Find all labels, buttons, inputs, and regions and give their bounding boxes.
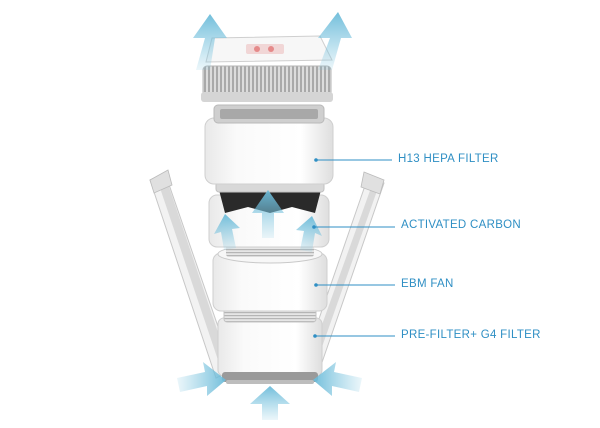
arrow-icon — [193, 14, 227, 70]
hepa-filter-module — [204, 104, 334, 185]
arrow-icon — [177, 362, 226, 396]
arrow-icon — [296, 216, 322, 252]
leader-lines — [312, 158, 395, 338]
label-pre-filter: PRE-FILTER+ G4 FILTER — [401, 329, 541, 341]
arrow-icon — [313, 362, 362, 396]
arrow-icon — [214, 214, 240, 250]
ebm-fan-module — [212, 243, 328, 312]
airflow-arrows — [177, 12, 362, 420]
arrow-icon — [318, 12, 352, 70]
left-side-panel — [149, 169, 234, 379]
label-hepa-filter: H13 HEPA FILTER — [398, 153, 499, 165]
label-ebm-fan: EBM FAN — [401, 278, 454, 290]
top-cap-module — [201, 35, 333, 102]
label-activated-carbon: ACTIVATED CARBON — [401, 219, 522, 231]
pre-filter-module — [217, 305, 323, 384]
arrow-icon — [250, 386, 290, 420]
arrow-icon — [252, 190, 284, 238]
